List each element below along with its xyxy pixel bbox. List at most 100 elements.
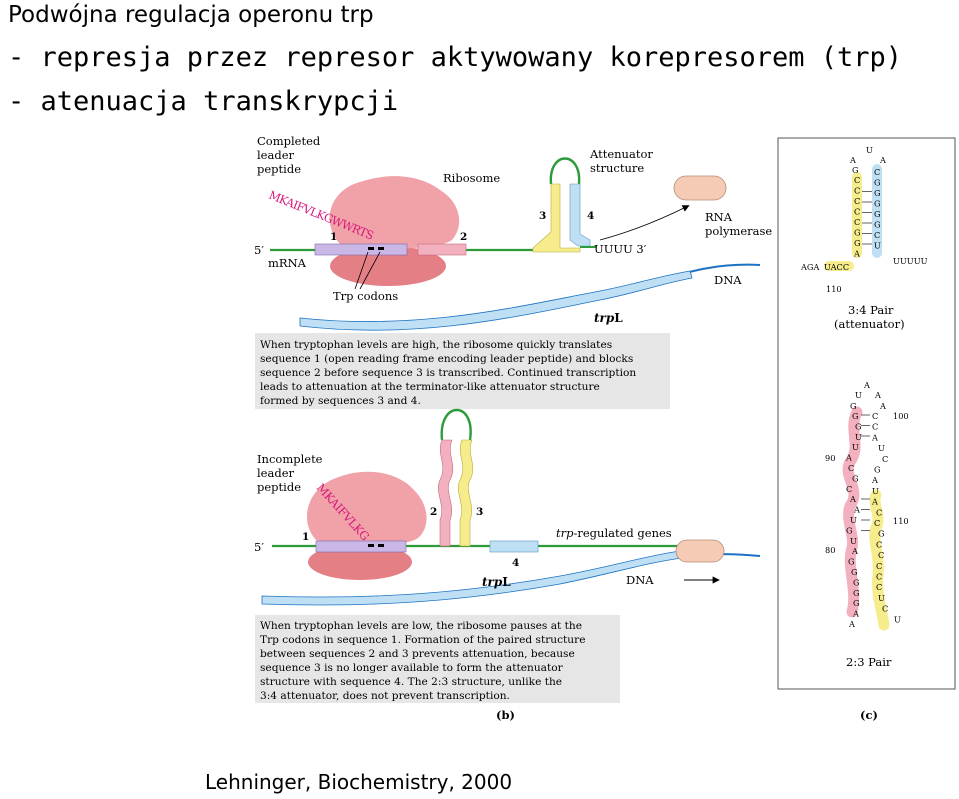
pair23-right-nt: C: [876, 582, 882, 592]
pair34-number-110: 110: [826, 284, 842, 294]
ribosome-small-subunit-top: [330, 246, 446, 286]
pair23-right-nt: C: [878, 550, 884, 560]
trp-codons-pointer-1: [354, 251, 369, 290]
dna-label-bottom: DNA: [626, 573, 654, 587]
ribosome-small-subunit-bottom: [308, 544, 412, 580]
seq-2-label-bottom: 2: [430, 506, 437, 518]
caption-text-bottom: When tryptophan levels are low, the ribo…: [260, 620, 585, 702]
trp-codons-pointer-2: [359, 251, 381, 290]
seq-1-label-top: 1: [330, 231, 337, 243]
pair23-right-nt: C: [882, 454, 888, 464]
caption-bottom-line-4: sequence 3 is no longer available to for…: [260, 662, 564, 674]
pair34-label-1: 3:4 Pair: [848, 303, 894, 317]
pair23-right-nt: U: [878, 593, 885, 603]
completed-peptide-label-3: peptide: [257, 162, 301, 176]
pair23-left-nt: G: [846, 525, 853, 535]
pair23-left-nt: C: [846, 484, 852, 494]
pair23-right-nt: U: [894, 614, 901, 624]
pair23-right-nt: C: [874, 518, 880, 528]
mrna-label: mRNA: [268, 256, 307, 270]
subtitle-attenuation: - atenuacja transkrypcji: [8, 86, 399, 117]
pair34-left-nt: C: [854, 175, 860, 185]
pair23-left-nt: G: [848, 557, 855, 567]
trpl-italic-bottom: trp: [482, 575, 503, 589]
caption-box-bottom: [255, 615, 620, 703]
pair23-left-nt: G: [852, 411, 859, 421]
pair23-loop-nt: A: [863, 380, 870, 390]
caption-top-line-5: formed by sequences 3 and 4.: [260, 395, 421, 407]
pair34-right-nt: G: [874, 220, 881, 230]
panel-b-top: Completed leader peptide MKAIFVLKGWWRTS …: [254, 134, 772, 409]
incomplete-peptide-label-2: leader: [257, 466, 295, 480]
sequence-1-box-top: [314, 243, 408, 256]
completed-peptide-label-1: Completed: [257, 134, 321, 148]
pair23-right-nt: U: [872, 486, 879, 496]
pair23-right-nt: U: [878, 443, 885, 453]
pair23-left-nt: A: [853, 505, 860, 515]
pair34-tail-uacc: UACC: [824, 262, 849, 272]
pair34-right-nt: C: [874, 167, 880, 177]
ribosome-label: Ribosome: [443, 171, 500, 185]
pair23-right-nt: A: [871, 497, 878, 507]
pair34-loop-nt: A: [879, 155, 886, 165]
loop-2-3: [440, 409, 472, 441]
pair34-right-nt: C: [874, 230, 880, 240]
seq-1-label-bottom: 1: [302, 531, 309, 543]
caption-top-line-4: leads to attenuation at the terminator-l…: [260, 381, 600, 393]
attenuator-loop: [549, 157, 581, 185]
trp-codon-3: [368, 544, 374, 547]
pair23-left-nt: G: [853, 588, 860, 598]
pair23-right-nt: C: [876, 561, 882, 571]
ribosome-large-subunit-bottom: [306, 471, 427, 546]
pair23-loop-nt: G: [850, 401, 857, 411]
caption-top-line-1: When tryptophan levels are high, the rib…: [260, 339, 612, 351]
pair23-right-nt: C: [876, 507, 882, 517]
panel-b-label: (b): [496, 708, 515, 722]
uuuu-3prime-label: UUUU 3′: [594, 242, 647, 256]
pair23-loop-nt: A: [874, 390, 881, 400]
pair23-left-nt: A: [852, 609, 859, 619]
pair34-left-nt: A: [853, 249, 860, 259]
sequence-2-stem: [438, 439, 454, 547]
pair34-right-nt: G: [874, 209, 881, 219]
sequence-2-box-top: [417, 243, 467, 256]
ribosome-large-subunit-top: [329, 176, 460, 249]
five-prime-label-bottom: 5′: [254, 540, 264, 554]
caption-bottom-line-2: Trp codons in sequence 1. Formation of t…: [260, 634, 585, 646]
subtitle-repression: - represja przez represor aktywowany kor…: [8, 42, 903, 73]
pair34-left-nt: C: [854, 186, 860, 196]
trpl-suffix-top: L: [614, 311, 623, 325]
pair23-right-nt: A: [871, 475, 878, 485]
trp-codon-2: [378, 247, 384, 250]
dna-label-top: DNA: [714, 273, 742, 287]
panel-b-bottom: Incomplete leader peptide MKAIFVLKG 5′ 1…: [254, 409, 761, 722]
pair23-number-90: 90: [825, 453, 835, 463]
source-credit: Lehninger, Biochemistry, 2000: [205, 770, 513, 794]
sequence-4-stem: [569, 183, 591, 247]
pair23-number-100: 100: [893, 411, 909, 421]
trpl-italic-top: trp: [594, 311, 615, 325]
pair34-loop-nt: A: [849, 155, 856, 165]
pair23-left-nt: U: [850, 536, 857, 546]
rna-polymerase-label-2: polymerase: [705, 224, 772, 238]
pair23-left-nt: U: [852, 442, 859, 452]
completed-peptide-label-2: leader: [257, 148, 295, 162]
dna-transcribed-band-top: [299, 270, 693, 331]
trp-codon-4: [378, 544, 384, 547]
pair23-left-nt: G: [853, 598, 860, 608]
rna-polymerase-bottom: [675, 539, 725, 563]
pair23-loop-nt: A: [879, 401, 886, 411]
pair23-left-nt: A: [851, 546, 858, 556]
pair34-left-nt: G: [854, 238, 861, 248]
pair34-label-2: (attenuator): [834, 317, 905, 331]
caption-box-top: [255, 333, 670, 409]
sequence-1-box-bottom: [315, 540, 407, 553]
pair23-right-nt: C: [872, 411, 878, 421]
attenuator-label-1: Attenuator: [589, 147, 653, 161]
pair34-uuuuu: UUUUU: [893, 256, 928, 266]
sequence-3-stem-bottom: [458, 439, 474, 547]
pair23-right-nt: C: [872, 422, 878, 432]
